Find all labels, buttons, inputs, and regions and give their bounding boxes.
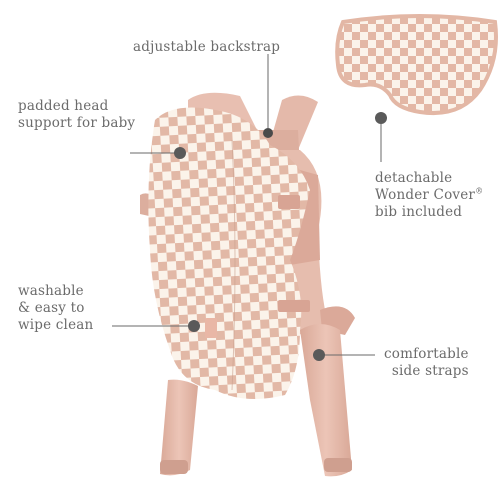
washable-label-line2: & easy to — [18, 300, 85, 316]
right-upper-buckle — [278, 195, 300, 209]
washable-callout: washable & easy to wipe clean — [18, 283, 93, 334]
bib-callout: detachable Wonder Cover® bib included — [375, 170, 483, 221]
callout-leaders — [112, 54, 387, 361]
head-support-dot-icon — [174, 147, 186, 159]
right-side-strap — [300, 306, 355, 477]
backstrap-callout: adjustable backstrap — [133, 39, 280, 56]
side-straps-label-line2: side straps — [391, 363, 469, 379]
washable-dot-icon — [188, 320, 200, 332]
bib-label-brand: Wonder Cover — [375, 187, 476, 203]
backstrap-label: adjustable backstrap — [133, 39, 281, 55]
bib-label-line2: Wonder Cover® — [375, 187, 483, 204]
head-support-callout: padded head support for baby — [18, 98, 135, 132]
bib-dot-icon — [375, 112, 387, 124]
side-straps-label-line1: comfortable — [384, 346, 469, 362]
registered-mark: ® — [475, 186, 484, 196]
side-straps-callout: comfortable side straps — [384, 346, 469, 380]
brand-tag — [205, 318, 217, 338]
wonder-cover-bib — [335, 14, 498, 115]
bib-label-line3: bib included — [375, 204, 463, 220]
washable-label-line1: washable — [18, 283, 84, 299]
bib-label-line1: detachable — [375, 170, 453, 186]
head-support-label-line2: support for baby — [18, 115, 136, 131]
left-bottom-strap — [160, 379, 198, 476]
head-support-label-line1: padded head — [18, 98, 109, 114]
backstrap-dot-icon — [263, 128, 273, 138]
washable-label-line3: wipe clean — [18, 317, 94, 333]
right-lower-buckle — [278, 300, 310, 312]
side-straps-dot-icon — [313, 349, 325, 361]
